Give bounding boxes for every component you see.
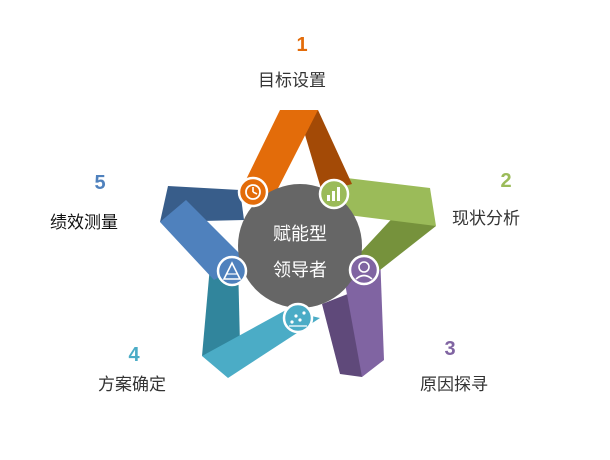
center-circle: [238, 184, 362, 308]
step-4-number: 4: [128, 344, 140, 366]
arm-3-main: [340, 254, 384, 377]
step-3-label: 原因探寻: [420, 375, 488, 395]
step-4-label: 方案确定: [98, 375, 166, 395]
person-dollar-icon: [348, 254, 380, 286]
pyramid-icon: [216, 255, 248, 287]
step-1-label: 目标设置: [258, 71, 326, 91]
step-1-number: 1: [296, 34, 308, 56]
step-5-label: 绩效测量: [50, 213, 118, 233]
scatter-chart-icon: [282, 302, 314, 334]
arm-1-dark: [300, 110, 352, 192]
step-2-label: 现状分析: [452, 209, 520, 229]
clock-refresh-icon: [237, 176, 269, 208]
arm-2-main: [330, 176, 436, 226]
step-2-number: 2: [500, 170, 512, 192]
step-5-number: 5: [94, 172, 106, 194]
center-title-line1: 赋能型: [273, 224, 327, 245]
arm-2-dark: [346, 210, 436, 270]
bar-chart-icon: [318, 178, 350, 210]
step-3-number: 3: [444, 338, 456, 360]
center-title-line2: 领导者: [273, 260, 327, 281]
